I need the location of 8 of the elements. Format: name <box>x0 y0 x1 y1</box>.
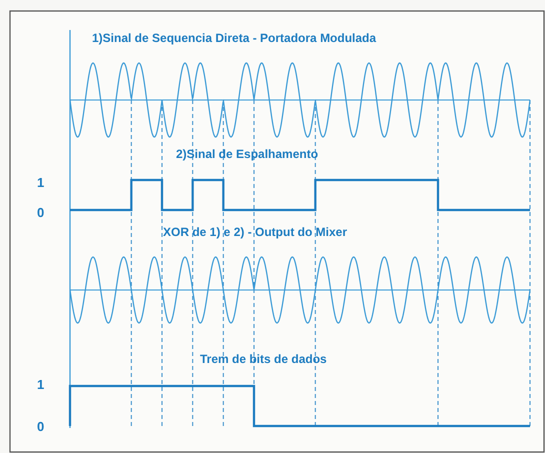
signal-title: Trem de bits de dados <box>200 352 327 366</box>
signal-title: 1)Sinal de Sequencia Direta - Portadora Modulada <box>92 31 376 45</box>
signal-title: XOR de 1) e 2) - Output do Mixer <box>163 225 348 239</box>
signal-title: 2)Sinal de Espalhamento <box>176 147 318 161</box>
level-label: 0 <box>37 420 44 434</box>
level-label: 0 <box>37 206 44 220</box>
level-label: 1 <box>37 176 44 190</box>
level-label: 1 <box>37 378 44 392</box>
